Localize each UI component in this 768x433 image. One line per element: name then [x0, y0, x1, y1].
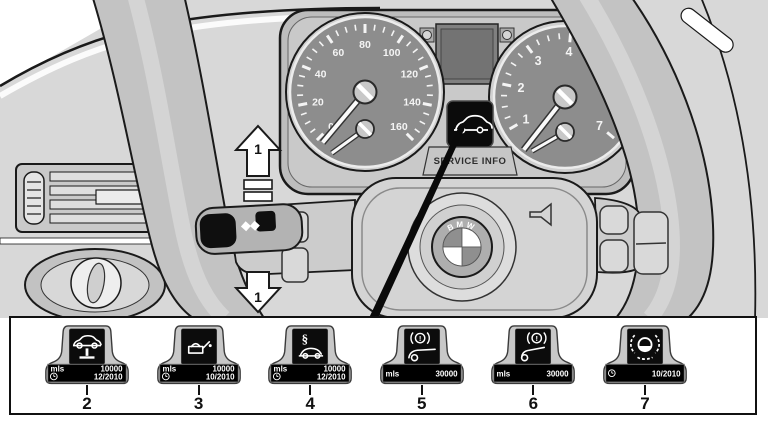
callout-tick	[197, 384, 200, 396]
callout-2-label: 2	[82, 394, 92, 414]
statutory-inspection-icon: §	[298, 332, 324, 359]
air-vent	[15, 163, 175, 233]
up-arrow-icon: 1	[233, 124, 283, 177]
unit-label: mls	[274, 364, 288, 373]
gauge-numeral: 60	[332, 47, 344, 59]
gauge-numeral: 2	[517, 81, 524, 95]
date-value: 12/2010	[317, 373, 346, 382]
gauge-numeral: 160	[390, 121, 408, 133]
callout-1-label-bottom: 1	[254, 289, 262, 305]
service-item-statutory-inspection: § mls 10000 12/2010 4	[258, 325, 362, 413]
unit-label: mls	[497, 369, 511, 378]
date-value: 12/2010	[94, 373, 123, 382]
service-info-label: SERVICE INFO	[434, 156, 507, 167]
indicator-arrows-icon	[240, 220, 260, 232]
gauge-numeral: 120	[401, 69, 419, 81]
gauge-numeral: 3	[535, 54, 542, 68]
callout-4-label: 4	[305, 394, 315, 414]
svg-text:!: !	[536, 334, 539, 343]
clock-icon	[161, 372, 170, 381]
unit-label: mls	[51, 364, 65, 373]
dash-trim-highlight	[680, 7, 734, 53]
vent-thumbwheel	[23, 171, 45, 225]
miles-value: 30000	[435, 369, 458, 378]
cluster-screw	[422, 30, 432, 40]
gauge-numeral: 1	[523, 113, 530, 127]
cluster-screw	[502, 30, 512, 40]
rear-brake-icon: !	[521, 332, 547, 362]
bmw-roundel: BMW	[431, 216, 493, 278]
callout-tick	[643, 384, 646, 396]
callout-tick	[309, 384, 312, 396]
miles-value: 10000	[324, 364, 347, 373]
gauge-numeral: 7	[596, 119, 603, 133]
gauge-numeral: 40	[315, 69, 327, 81]
bmw-logo-text: BMW	[446, 220, 478, 233]
service-item-vehicle-check: mls 10000 12/2010 2	[35, 325, 139, 413]
headlight-switch	[24, 248, 166, 318]
miles-value: 10000	[212, 364, 235, 373]
svg-text:!: !	[419, 334, 422, 343]
service-item-brake-fluid: 10/2010 7	[593, 325, 697, 413]
bc-button	[199, 213, 237, 249]
callout-tick	[86, 384, 88, 396]
brake-fluid-icon	[630, 334, 660, 360]
clock-icon	[273, 372, 281, 381]
service-symbols-panel: mls 10000 12/2010 2 mls 10000	[9, 316, 757, 415]
wheel-buttons-right	[599, 205, 669, 275]
gauge-numeral: 140	[403, 96, 421, 108]
svg-text:§: §	[302, 332, 309, 347]
gauge-numeral: 20	[312, 96, 324, 108]
unit-label: mls	[162, 364, 176, 373]
miles-value: 30000	[547, 369, 570, 378]
horn-icon	[529, 202, 552, 227]
service-item-front-brakes: ! mls 30000 5	[370, 325, 474, 413]
gauge-numeral: 100	[383, 47, 401, 59]
callout-6-label: 6	[528, 394, 539, 414]
date-value: 10/2010	[205, 373, 234, 382]
gauge-numeral: 80	[359, 39, 371, 51]
callout-pointer-line	[369, 121, 468, 318]
unit-label: mls	[385, 369, 399, 378]
callout-3-label: 3	[193, 394, 204, 414]
vehicle-lift-icon	[72, 334, 102, 359]
service-item-engine-oil: mls 10000 10/2010 3	[147, 325, 251, 413]
clock-icon	[607, 369, 616, 378]
date-value: 10/2010	[652, 369, 681, 378]
oil-can-icon	[187, 341, 212, 354]
callout-1-label-top: 1	[254, 141, 262, 157]
gauge-numeral: 4	[565, 45, 572, 59]
callout-tick	[420, 384, 423, 396]
miles-value: 10000	[100, 364, 123, 373]
clock-icon	[49, 372, 58, 381]
down-arrow-icon: 1	[233, 271, 283, 314]
service-item-rear-brakes: ! mls 30000 6	[481, 325, 585, 413]
front-brake-icon: !	[407, 332, 436, 362]
turn-signal-stalk	[194, 203, 304, 255]
callout-5-label: 5	[417, 394, 427, 414]
callout-tick	[532, 384, 535, 396]
callout-7-label: 7	[640, 394, 650, 414]
